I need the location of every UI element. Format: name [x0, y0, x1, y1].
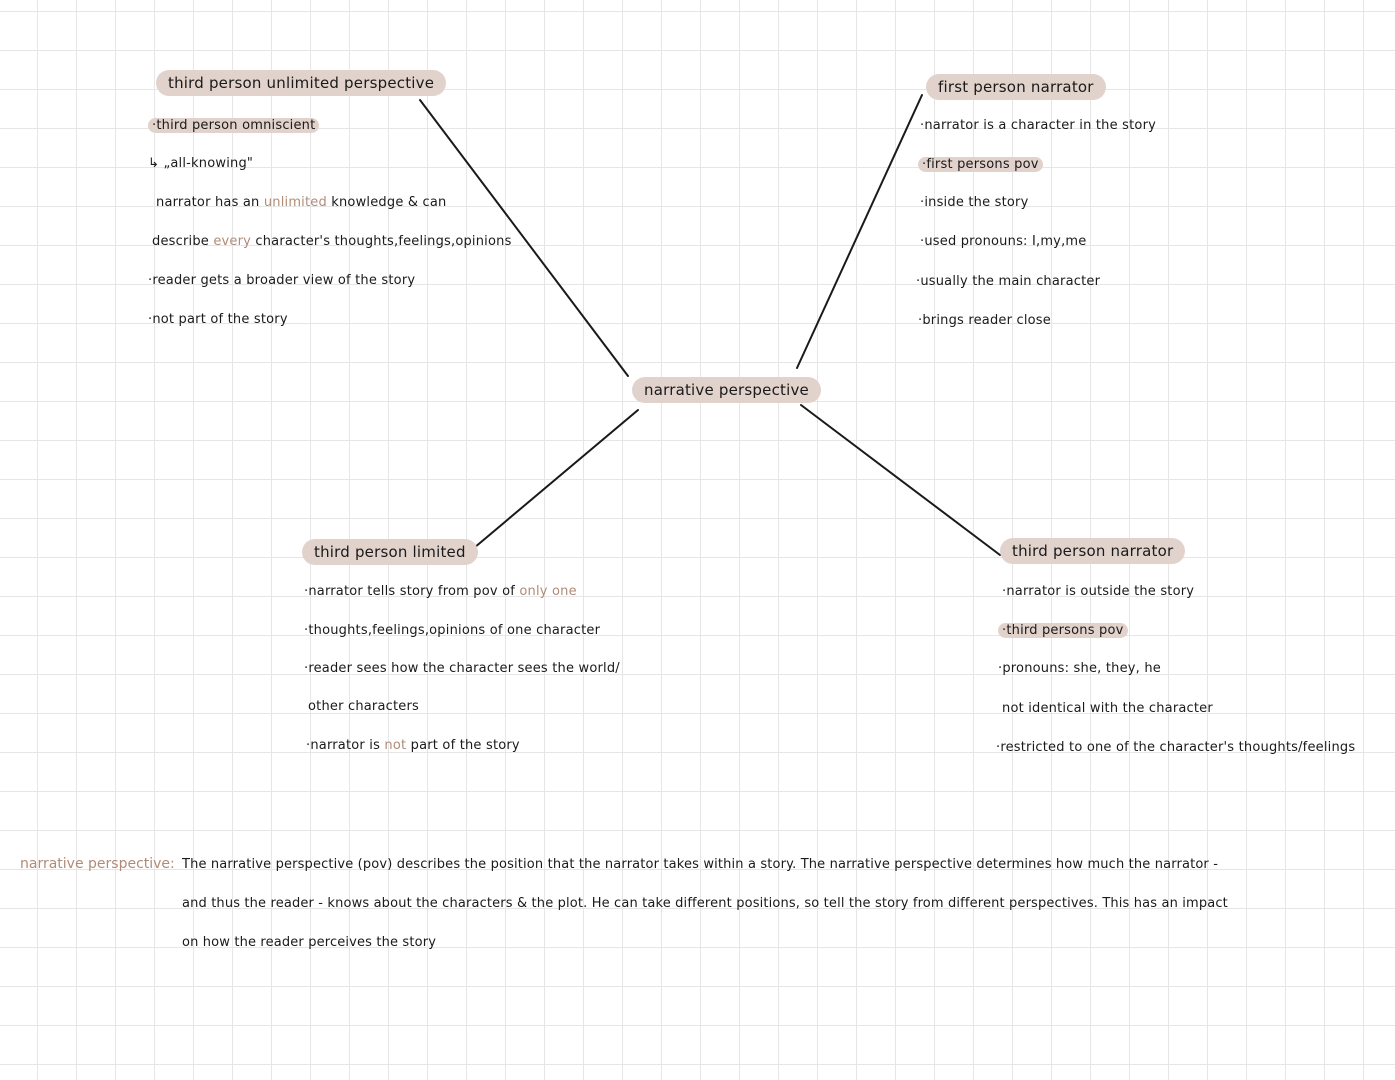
tpl-line-5-post: part of the story [406, 738, 520, 753]
third-person-unlimited-title: third person unlimited perspective [168, 74, 435, 92]
connector-to-third-person-narrator [800, 404, 1001, 556]
tpu-describe-line: describe every character's thoughts,feel… [152, 233, 512, 251]
tpn-line-4: not identical with the character [1002, 701, 1213, 716]
definition-term: narrative perspective: [20, 856, 175, 872]
tpu-not-part-line: ·not part of the story [148, 312, 288, 327]
tpu-broader-view-line: ·reader gets a broader view of the story [148, 273, 416, 288]
first-person-node: first person narrator [926, 74, 1106, 100]
center-node: narrative perspective [632, 377, 821, 403]
fp-line-5: ·usually the main character [916, 274, 1101, 289]
arrow-icon: ↳ [148, 156, 160, 171]
tpu-knowledge-pre: narrator has an [156, 195, 264, 210]
tpl-line-5: ·narrator is not part of the story [306, 737, 520, 755]
fp-line-4: ·used pronouns: I,my,me [920, 234, 1087, 249]
connector-to-third-person-unlimited [419, 99, 629, 377]
tpu-describe-post: character's thoughts,feelings,opinions [251, 234, 512, 249]
fp-line-6: ·brings reader close [918, 313, 1051, 328]
tpl-line-1-pre: ·narrator tells story from pov of [304, 584, 520, 599]
fp-line-3: ·inside the story [920, 195, 1029, 210]
fp-line-2: ·first persons pov [918, 156, 1043, 174]
tpu-all-knowing-text: „all-knowing" [163, 156, 254, 171]
third-person-limited-node: third person limited [302, 539, 478, 565]
tpu-all-knowing-line: ↳ „all-knowing" [148, 155, 253, 173]
tpl-line-3: ·reader sees how the character sees the … [304, 661, 620, 676]
third-person-limited-title: third person limited [314, 543, 466, 561]
connector-to-third-person-limited [467, 409, 639, 554]
tpu-knowledge-post: knowledge & can [326, 195, 447, 210]
tpu-omniscient-line: ·third person omniscient [148, 117, 320, 135]
tpl-line-5-accent: not [384, 738, 407, 753]
fp-line-1: ·narrator is a character in the story [920, 118, 1157, 133]
definition-line-3: on how the reader perceives the story [182, 935, 437, 950]
fp-pov-highlight: ·first persons pov [918, 157, 1043, 172]
third-person-narrator-node: third person narrator [1000, 538, 1186, 564]
tpu-omniscient-highlight: ·third person omniscient [148, 118, 320, 133]
tpu-describe-accent: every [213, 234, 252, 249]
third-person-narrator-title: third person narrator [1012, 542, 1174, 560]
tpl-line-1-accent: only one [519, 584, 577, 599]
third-person-unlimited-node: third person unlimited perspective [156, 70, 447, 96]
center-node-label: narrative perspective [644, 381, 809, 399]
definition-line-2: and thus the reader - knows about the ch… [182, 896, 1228, 911]
tpl-line-2: ·thoughts,feelings,opinions of one chara… [304, 623, 601, 638]
tpl-line-5-pre: ·narrator is [306, 738, 385, 753]
tpl-line-1: ·narrator tells story from pov of only o… [304, 583, 577, 601]
tpl-line-4: other characters [308, 699, 419, 714]
tpn-line-1: ·narrator is outside the story [1002, 584, 1195, 599]
tpn-line-3: ·pronouns: she, they, he [998, 661, 1161, 676]
tpn-line-2: ·third persons pov [998, 622, 1128, 640]
definition-line-1: The narrative perspective (pov) describe… [182, 857, 1219, 872]
first-person-title: first person narrator [938, 78, 1094, 96]
connector-to-first-person [796, 94, 923, 369]
tpu-knowledge-accent: unlimited [263, 195, 327, 210]
tpn-line-5: ·restricted to one of the character's th… [996, 740, 1356, 755]
tpu-describe-pre: describe [152, 234, 214, 249]
tpu-knowledge-line: narrator has an unlimited knowledge & ca… [156, 194, 447, 212]
tpn-pov-highlight: ·third persons pov [998, 623, 1128, 638]
